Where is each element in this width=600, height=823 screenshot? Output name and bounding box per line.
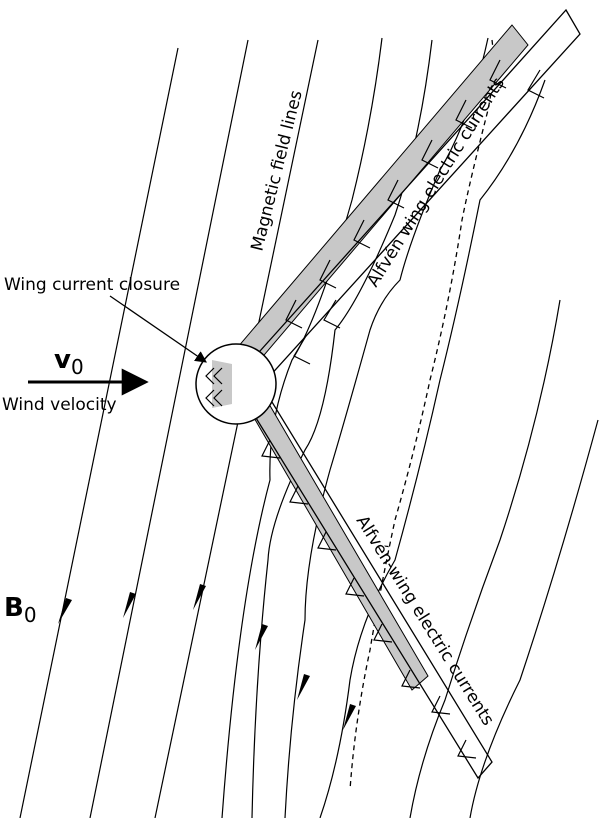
field-line-8: [409, 299, 561, 819]
field-line-2: [89, 39, 249, 819]
field-line-3: [154, 39, 319, 819]
obstacle: [195, 343, 277, 425]
field-arrow-4: [255, 624, 268, 650]
closure-pointer: [109, 295, 207, 363]
velocity-label: v0: [54, 345, 84, 379]
lower-wing-chevrons: [261, 439, 477, 759]
closure-label: Wing current closure: [4, 275, 180, 295]
upper-wing: [219, 8, 581, 402]
field-arrow-3: [193, 584, 206, 610]
closure-chevrons: [205, 367, 223, 407]
velocity-caption: Wind velocity: [2, 395, 117, 415]
lower-wing: [245, 391, 493, 780]
dashed-field-lines: [349, 39, 494, 791]
field-line-7: [319, 79, 546, 819]
field-arrows: [58, 584, 356, 730]
field-lines: [19, 37, 599, 819]
field-line-6: [284, 37, 489, 819]
field-arrow-2: [123, 592, 136, 618]
field-arrow-5: [297, 674, 310, 700]
field-arrow-6: [343, 704, 356, 730]
field-arrow-1: [58, 598, 72, 624]
field-line-4: [221, 37, 383, 819]
obstacle-circle: [195, 343, 277, 425]
field-line-1: [19, 47, 179, 819]
upper-wing-outline: [233, 8, 581, 402]
upper-wing-chevrons: [285, 59, 545, 365]
field-label: B0: [4, 593, 37, 627]
field-lines-label: Magnetic field lines: [247, 88, 306, 253]
